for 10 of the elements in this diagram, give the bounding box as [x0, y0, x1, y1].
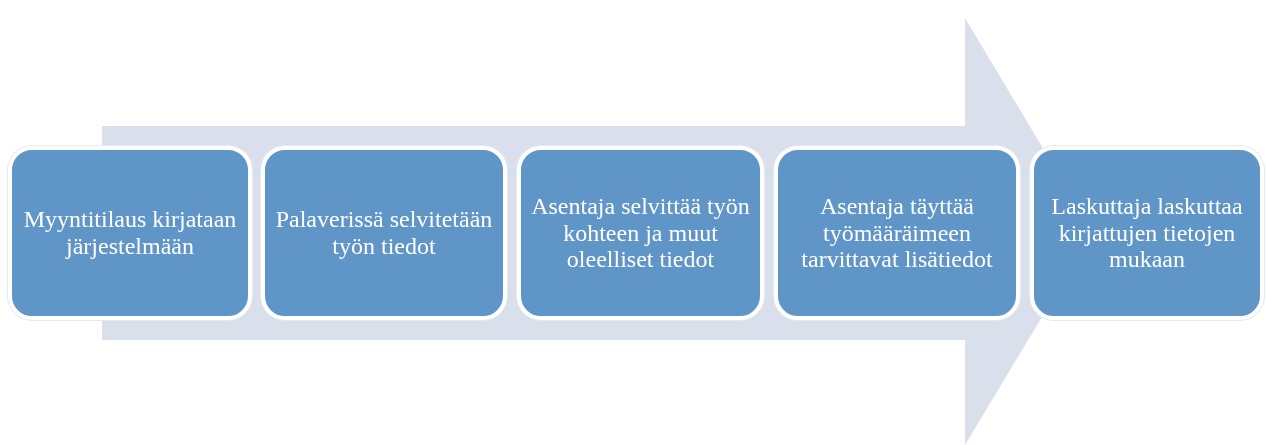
- process-box: [8, 146, 252, 320]
- step-text: Asentaja täyttää työmääräimeen tarvittavat lisätiedot: [800, 192, 994, 274]
- process-box: [774, 146, 1020, 320]
- step-text: Asentaja selvittää työn kohteen ja muut oleelliset tiedot: [531, 192, 750, 274]
- process-box: [1030, 146, 1264, 320]
- step-text: Laskuttaja laskuttaa kirjattujen tietojen mukaan: [1050, 192, 1244, 274]
- process-box: [261, 146, 507, 320]
- step-text: Palaverissä selvitetään työn tiedot: [275, 206, 493, 260]
- process-box: [517, 146, 764, 320]
- step-text: Myyntitilaus kirjataan järjestelmään: [22, 206, 238, 260]
